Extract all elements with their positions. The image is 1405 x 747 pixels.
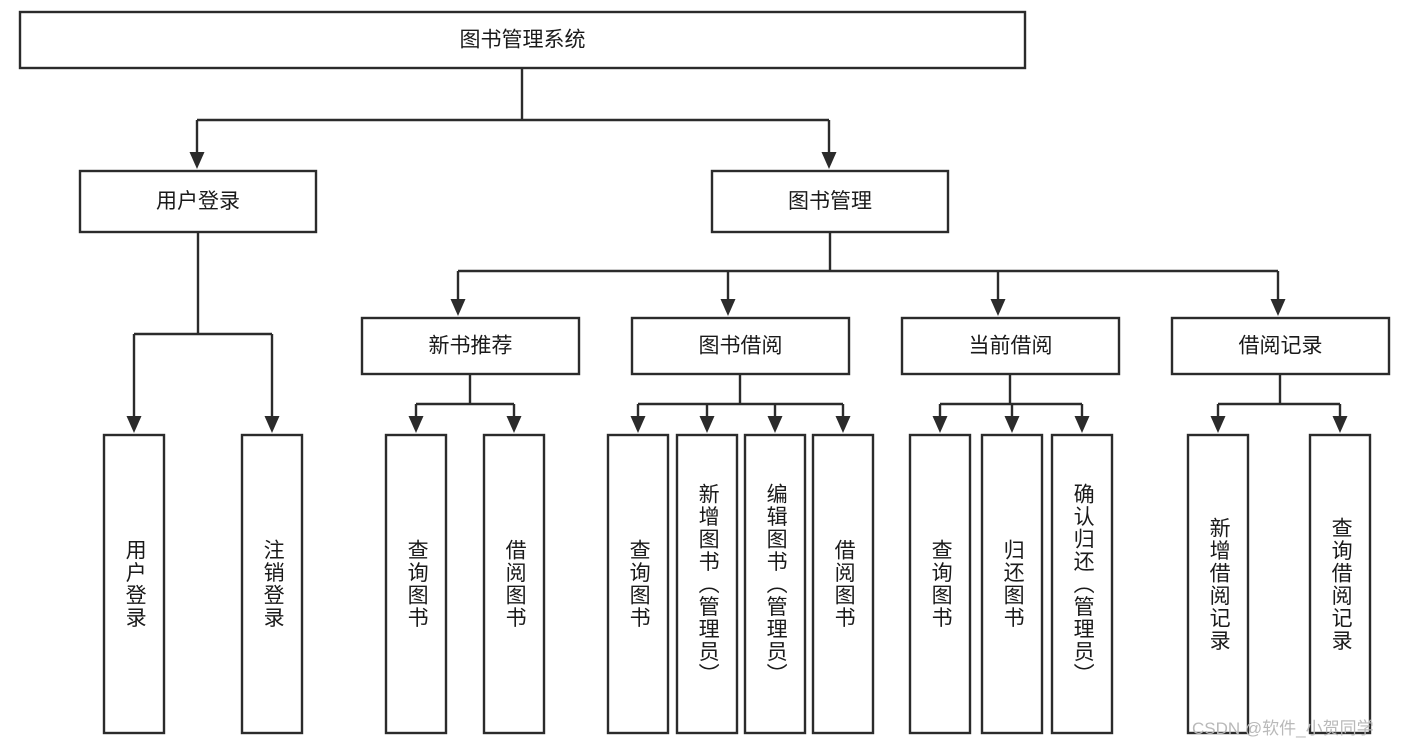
arrow-head-icon bbox=[630, 416, 646, 433]
node-book-borrow bbox=[630, 316, 851, 376]
arrow-head-icon bbox=[699, 416, 715, 433]
arrow-head-icon bbox=[767, 416, 783, 433]
node-leaf-query-book-2 bbox=[606, 433, 670, 735]
arrow-head-icon bbox=[506, 416, 522, 433]
connector-record-to-leaves bbox=[1210, 374, 1348, 433]
arrow-head-icon bbox=[990, 299, 1006, 316]
node-leaf-borrow-book-1 bbox=[482, 433, 546, 735]
arrow-head-icon bbox=[189, 152, 205, 169]
connector-layer bbox=[126, 68, 1348, 433]
node-leaf-add-book-label: 新增图书（管理员） bbox=[696, 482, 720, 686]
node-leaf-logout bbox=[240, 433, 304, 735]
arrow-head-icon bbox=[932, 416, 948, 433]
node-leaf-add-record-label: 新增借阅记录 bbox=[1207, 516, 1231, 652]
arrow-head-icon bbox=[720, 299, 736, 316]
arrow-head-icon bbox=[126, 416, 142, 433]
node-leaf-confirm-return bbox=[1050, 433, 1114, 735]
node-user-login bbox=[78, 169, 318, 234]
node-leaf-query-book-3 bbox=[908, 433, 972, 735]
box-layer bbox=[18, 10, 1391, 735]
connector-book-manage-to-level3 bbox=[450, 232, 1286, 316]
connector-user-login-to-leaves bbox=[126, 232, 280, 433]
node-leaf-query-record-label: 查询借阅记录 bbox=[1329, 516, 1353, 652]
node-current-borrow bbox=[900, 316, 1121, 376]
node-leaf-borrow-book-2 bbox=[811, 433, 875, 735]
arrow-head-icon bbox=[1210, 416, 1226, 433]
node-leaf-return-book-label: 归还图书 bbox=[1001, 539, 1025, 629]
node-leaf-user-login-label: 用户登录 bbox=[123, 539, 147, 629]
node-root-label: 图书管理系统 bbox=[460, 29, 586, 52]
node-new-book-recommend bbox=[360, 316, 581, 376]
arrow-head-icon bbox=[1074, 416, 1090, 433]
node-leaf-edit-book-label: 编辑图书（管理员） bbox=[764, 482, 788, 686]
node-root bbox=[18, 10, 1027, 70]
arrow-head-icon bbox=[1270, 299, 1286, 316]
node-book-manage bbox=[710, 169, 950, 234]
node-leaf-logout-label: 注销登录 bbox=[261, 539, 285, 629]
node-leaf-query-book-1 bbox=[384, 433, 448, 735]
arrow-head-icon bbox=[821, 152, 837, 169]
node-leaf-add-record bbox=[1186, 433, 1250, 735]
node-borrow-record-label: 借阅记录 bbox=[1239, 335, 1323, 358]
node-leaf-return-book bbox=[980, 433, 1044, 735]
node-borrow-record bbox=[1170, 316, 1391, 376]
connector-borrow-to-leaves bbox=[630, 374, 851, 433]
arrow-head-icon bbox=[1332, 416, 1348, 433]
arrow-head-icon bbox=[450, 299, 466, 316]
csdn-watermark: CSDN @软件_小贺同学 bbox=[1192, 719, 1374, 738]
connector-recommend-to-leaves bbox=[408, 374, 522, 433]
arrow-head-icon bbox=[408, 416, 424, 433]
node-leaf-query-book-2-label: 查询图书 bbox=[627, 539, 651, 629]
node-leaf-confirm-return-label: 确认归还（管理员） bbox=[1071, 482, 1095, 686]
connector-current-to-leaves bbox=[932, 374, 1090, 433]
node-leaf-query-book-1-label: 查询图书 bbox=[405, 539, 429, 629]
node-leaf-edit-book bbox=[743, 433, 807, 735]
node-leaf-borrow-book-1-label: 借阅图书 bbox=[503, 539, 527, 629]
arrow-head-icon bbox=[835, 416, 851, 433]
node-leaf-query-book-3-label: 查询图书 bbox=[929, 539, 953, 629]
node-user-login-label: 用户登录 bbox=[156, 190, 240, 213]
node-leaf-add-book bbox=[675, 433, 739, 735]
connector-root-to-level2 bbox=[189, 68, 837, 169]
arrow-head-icon bbox=[1004, 416, 1020, 433]
node-book-borrow-label: 图书借阅 bbox=[699, 335, 783, 358]
node-leaf-query-record bbox=[1308, 433, 1372, 735]
node-new-book-recommend-label: 新书推荐 bbox=[429, 335, 513, 358]
node-leaf-user-login bbox=[102, 433, 166, 735]
node-book-manage-label: 图书管理 bbox=[788, 190, 872, 213]
arrow-head-icon bbox=[264, 416, 280, 433]
node-leaf-borrow-book-2-label: 借阅图书 bbox=[832, 539, 856, 629]
node-current-borrow-label: 当前借阅 bbox=[969, 335, 1053, 358]
